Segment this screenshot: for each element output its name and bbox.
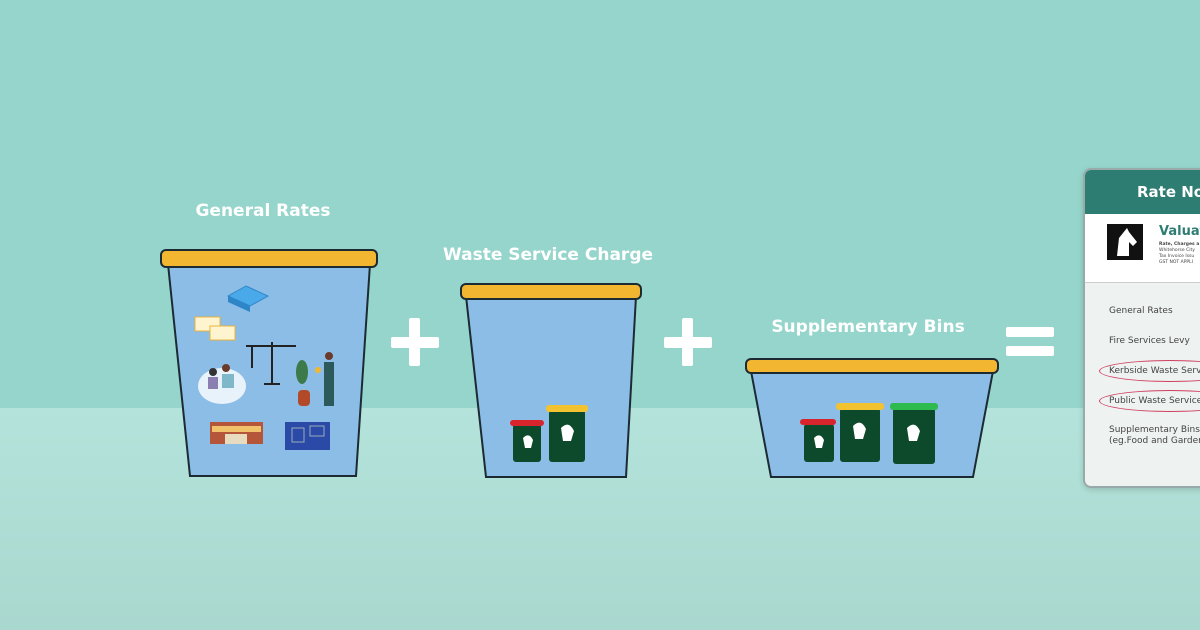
- item-supplementary-note: (eg.Food and Garden: [1109, 436, 1200, 446]
- horse-logo-icon: [1107, 224, 1143, 260]
- supplementary-bins-bucket: [745, 358, 999, 478]
- notice-line: Whitehorse City: [1159, 248, 1195, 253]
- yellow-lid-bin-icon: [836, 403, 884, 462]
- valuation-title: Valuat: [1159, 224, 1200, 239]
- gardener-icon: [296, 352, 334, 406]
- waste-service-label: Waste Service Charge: [442, 245, 654, 265]
- swimming-pool-icon: [226, 285, 270, 312]
- green-lid-bin-icon: [890, 403, 938, 464]
- yellow-lid-bin-icon: [546, 405, 588, 462]
- plus-icon: [391, 318, 439, 366]
- supplementary-bins-label: Supplementary Bins: [771, 317, 965, 337]
- notice-line: Tax Invoice Issu: [1159, 254, 1195, 259]
- general-rates-label: General Rates: [195, 201, 331, 221]
- equals-icon: [1006, 327, 1054, 356]
- notice-line: GST NOT APPLI: [1159, 260, 1193, 265]
- healthcare-icon: [198, 364, 246, 404]
- library-building-icon: [210, 422, 263, 444]
- library-card-icon: [194, 316, 236, 341]
- plus-icon: [664, 318, 712, 366]
- notice-line: Rate, Charges a: [1159, 242, 1200, 247]
- item-fire-services-levy: Fire Services Levy: [1109, 336, 1190, 346]
- blueprint-icon: [285, 422, 330, 450]
- red-lid-bin-icon: [800, 419, 836, 462]
- item-kerbside-waste: Kerbside Waste Servic: [1109, 366, 1200, 376]
- item-public-waste: Public Waste Service C: [1109, 396, 1200, 406]
- general-rates-bucket: [160, 249, 378, 477]
- item-general-rates: General Rates: [1109, 306, 1173, 316]
- crane-icon: [246, 342, 296, 385]
- rate-notice-header: Rate No: [1085, 170, 1200, 214]
- item-supplementary-bins: Supplementary Bins C: [1109, 425, 1200, 435]
- highlight-ring: [1099, 390, 1200, 412]
- waste-service-bucket: [460, 283, 642, 478]
- rate-notice-card: Rate No Valuat Rate, Charges a Whitehors…: [1083, 168, 1200, 488]
- red-lid-bin-icon: [510, 420, 544, 462]
- highlight-ring: [1099, 360, 1200, 382]
